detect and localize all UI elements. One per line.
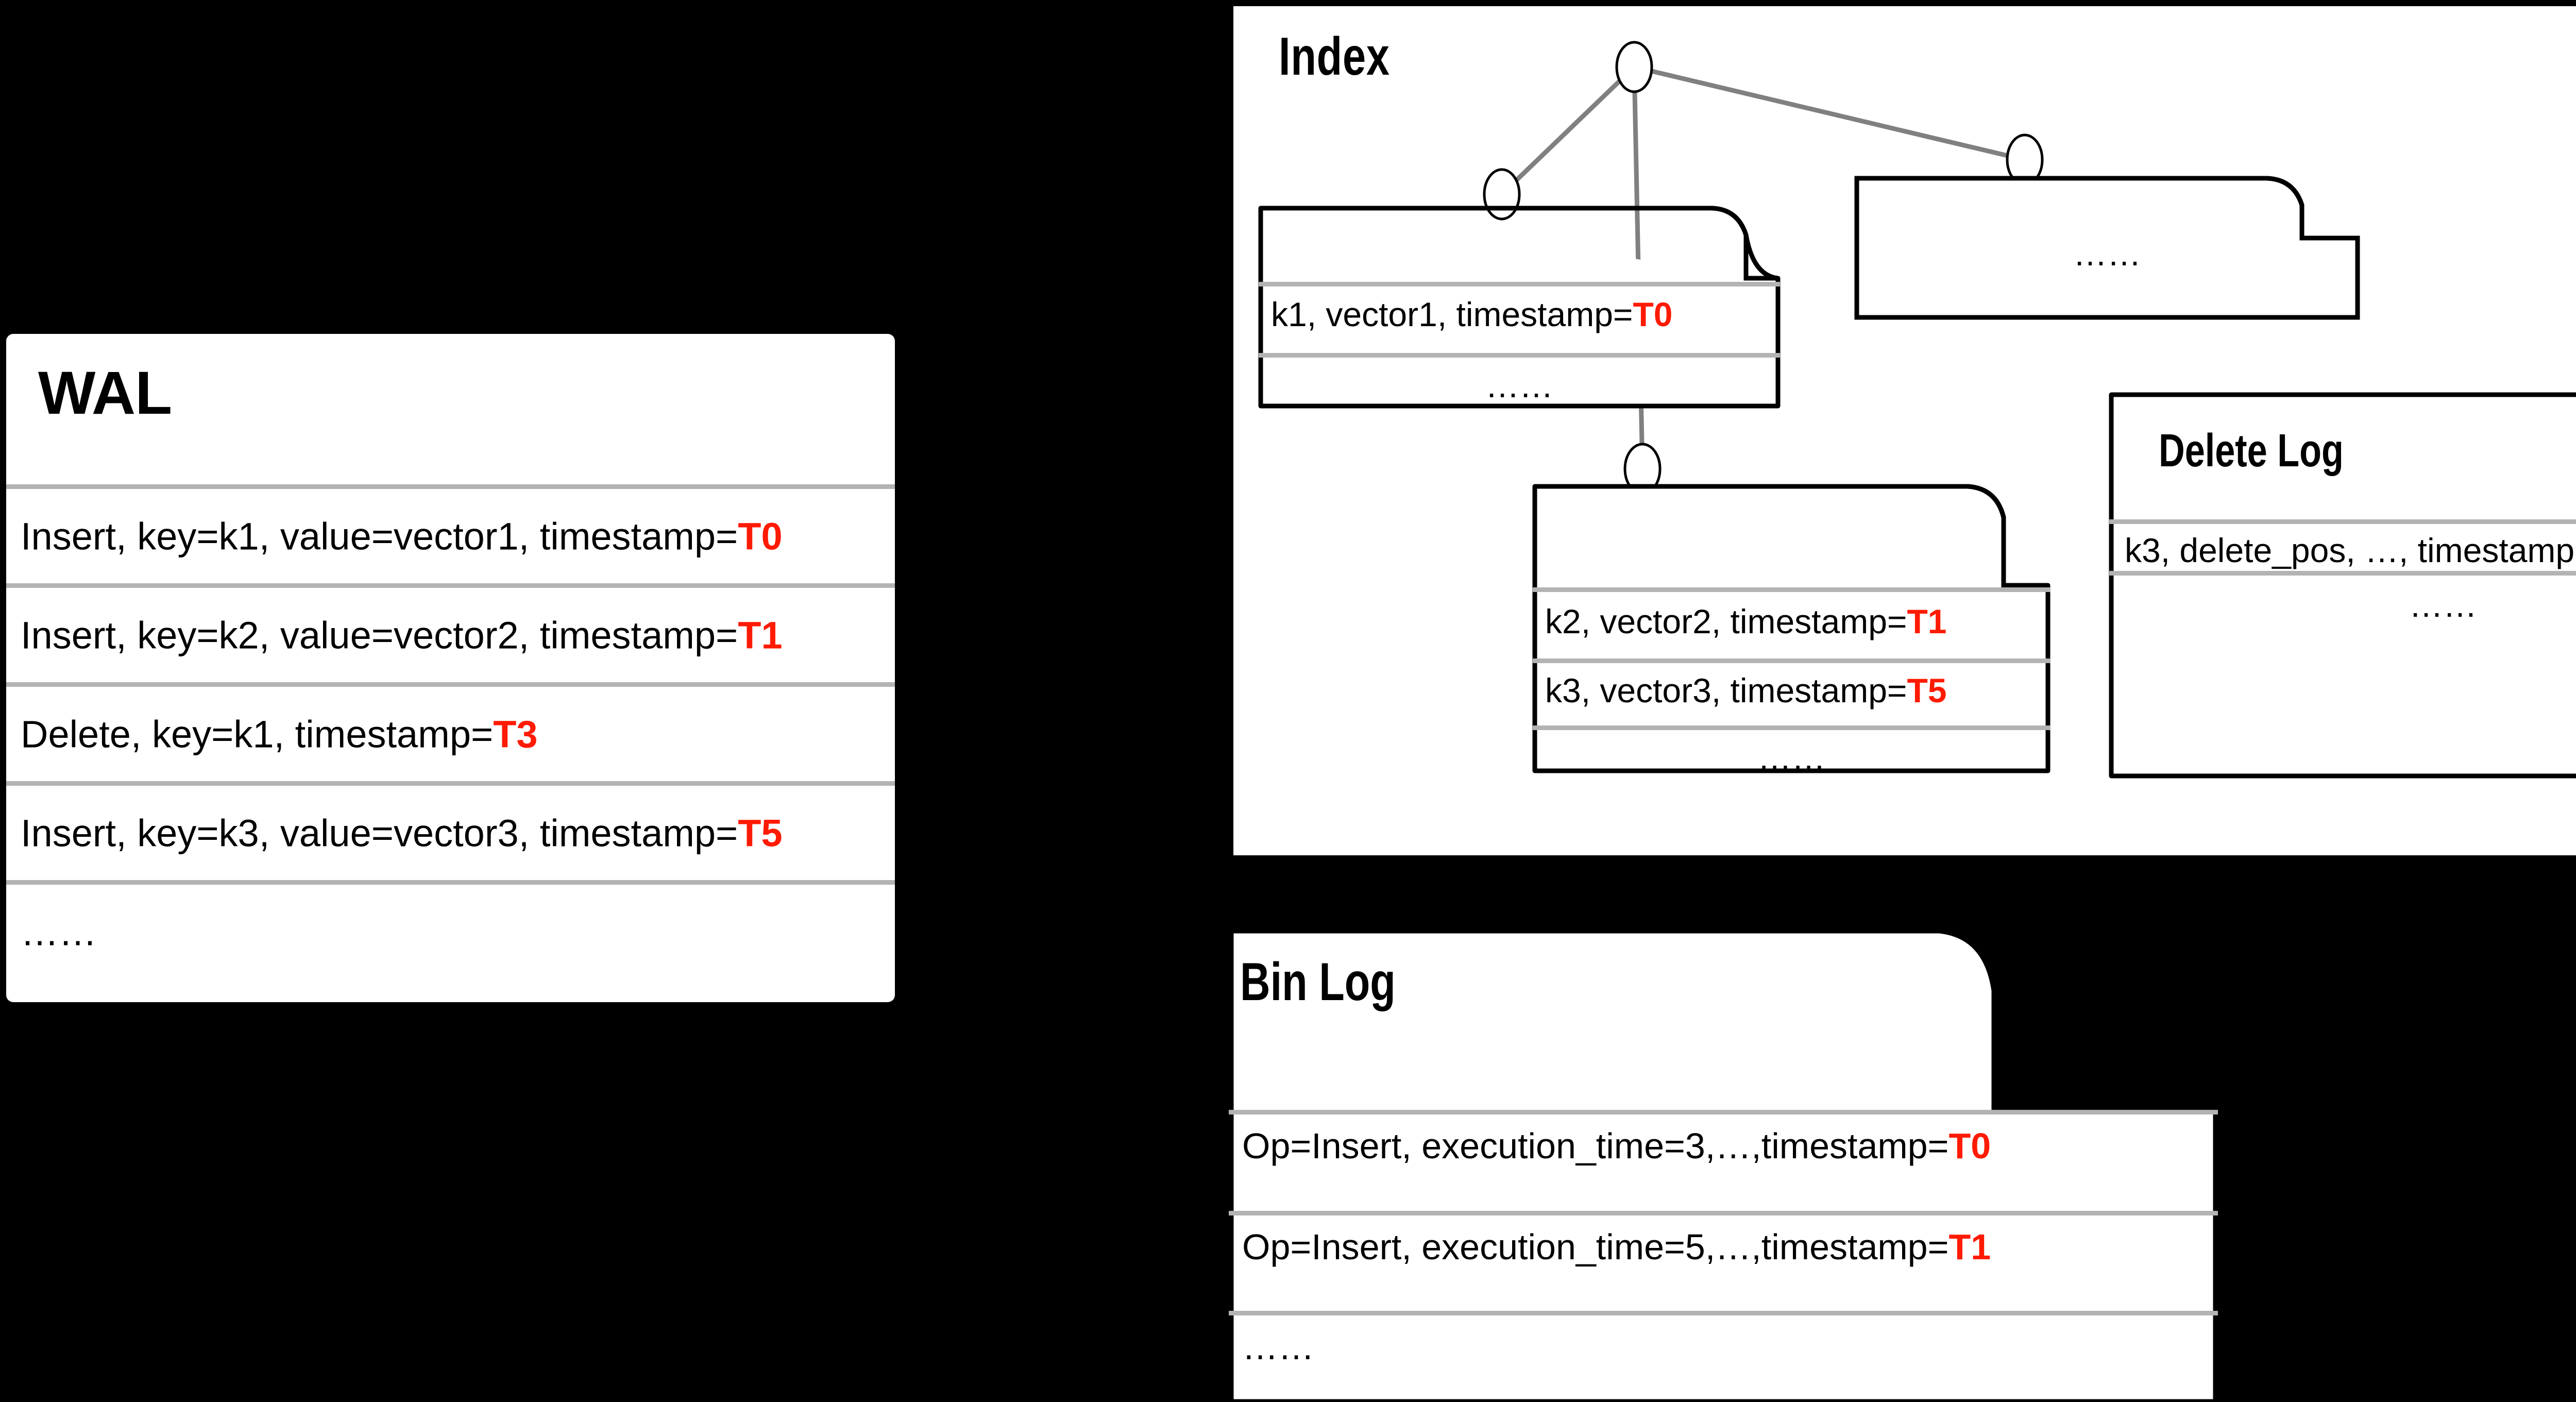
row-separator bbox=[1259, 282, 1780, 286]
delete-log-panel: Delete Log k3, delete_pos, …, timestamp=… bbox=[2109, 392, 2576, 779]
wal-row-text: Insert, key=k3, value=vector3, timestamp… bbox=[21, 812, 783, 854]
wal-row-text: Delete, key=k1, timestamp=T3 bbox=[21, 713, 538, 755]
timestamp-badge: T1 bbox=[1907, 602, 1947, 640]
row-separator bbox=[1259, 353, 1780, 358]
wal-row-list: Insert, key=k1, value=vector1, timestamp… bbox=[6, 484, 895, 979]
leaf-row-text: k3, vector3, timestamp=T5 bbox=[1545, 671, 1947, 710]
wal-row: …… bbox=[6, 880, 895, 979]
doc-shape-icon bbox=[1228, 927, 2219, 1402]
row-separator bbox=[1229, 1211, 2218, 1215]
timestamp-badge: T0 bbox=[1633, 295, 1673, 333]
bin-log-row-text: Op=Insert, execution_time=5,…,timestamp=… bbox=[1242, 1227, 1991, 1267]
timestamp-badge: T1 bbox=[1948, 1227, 1991, 1267]
leaf-row-text: …… bbox=[1485, 366, 1553, 404]
leaf-row-text: …… bbox=[2073, 234, 2141, 273]
timestamp-badge: T5 bbox=[1907, 671, 1947, 710]
leaf-row-text: …… bbox=[1757, 738, 1826, 776]
bin-log-panel: Bin Log Op=Insert, execution_time=3,…,ti… bbox=[1228, 927, 2219, 1402]
index-leaf-ellipsis: …… bbox=[1854, 176, 2360, 320]
tree-edge-left bbox=[1500, 65, 1636, 196]
row-separator bbox=[1533, 725, 2050, 730]
tree-edge-right bbox=[1633, 64, 2026, 162]
delete-log-row-text: k3, delete_pos, …, timestamp=T3 bbox=[2125, 531, 2576, 569]
timestamp-badge: T5 bbox=[738, 812, 783, 854]
wal-row: Insert, key=k3, value=vector3, timestamp… bbox=[6, 781, 895, 880]
row-separator bbox=[2109, 519, 2576, 524]
index-leaf-k1: k1, vector1, timestamp=T0 …… bbox=[1258, 206, 1781, 409]
bin-log-title: Bin Log bbox=[1240, 952, 1396, 1012]
wal-row-text: …… bbox=[21, 910, 97, 953]
leaf-row-text: k2, vector2, timestamp=T1 bbox=[1545, 602, 1947, 640]
wal-row-text: Insert, key=k1, value=vector1, timestamp… bbox=[21, 515, 783, 558]
row-separator bbox=[1533, 658, 2050, 663]
timestamp-badge: T0 bbox=[738, 515, 783, 558]
wal-panel: WAL Insert, key=k1, value=vector1, times… bbox=[6, 334, 895, 1002]
delete-log-row-text: …… bbox=[2409, 586, 2477, 624]
timestamp-badge: T0 bbox=[1948, 1126, 1991, 1166]
doc-shape-icon bbox=[1854, 176, 2360, 320]
row-separator bbox=[1229, 1110, 2218, 1114]
wal-row: Insert, key=k2, value=vector2, timestamp… bbox=[6, 583, 895, 682]
leaf-row-text: k1, vector1, timestamp=T0 bbox=[1271, 295, 1673, 333]
wal-title: WAL bbox=[38, 359, 172, 427]
index-leaf-k2-k3: k2, vector2, timestamp=T1 k3, vector3, t… bbox=[1532, 484, 2050, 776]
wal-row: Insert, key=k1, value=vector1, timestamp… bbox=[6, 484, 895, 583]
doc-shape-icon bbox=[2109, 392, 2576, 779]
bin-log-row-text: …… bbox=[1242, 1327, 1314, 1367]
wal-row-text: Insert, key=k2, value=vector2, timestamp… bbox=[21, 614, 783, 656]
wal-row: Delete, key=k1, timestamp=T3 bbox=[6, 682, 895, 781]
doc-shape-icon bbox=[1532, 484, 2050, 773]
delete-log-title: Delete Log bbox=[2159, 425, 2344, 477]
tree-node-root bbox=[1615, 41, 1653, 93]
bin-log-row-text: Op=Insert, execution_time=3,…,timestamp=… bbox=[1242, 1126, 1991, 1166]
timestamp-badge: T1 bbox=[738, 614, 783, 656]
row-separator bbox=[2109, 571, 2576, 576]
row-separator bbox=[1229, 1311, 2218, 1315]
row-separator bbox=[1533, 587, 2050, 592]
index-title: Index bbox=[1279, 27, 1390, 87]
timestamp-badge: T3 bbox=[493, 713, 538, 755]
